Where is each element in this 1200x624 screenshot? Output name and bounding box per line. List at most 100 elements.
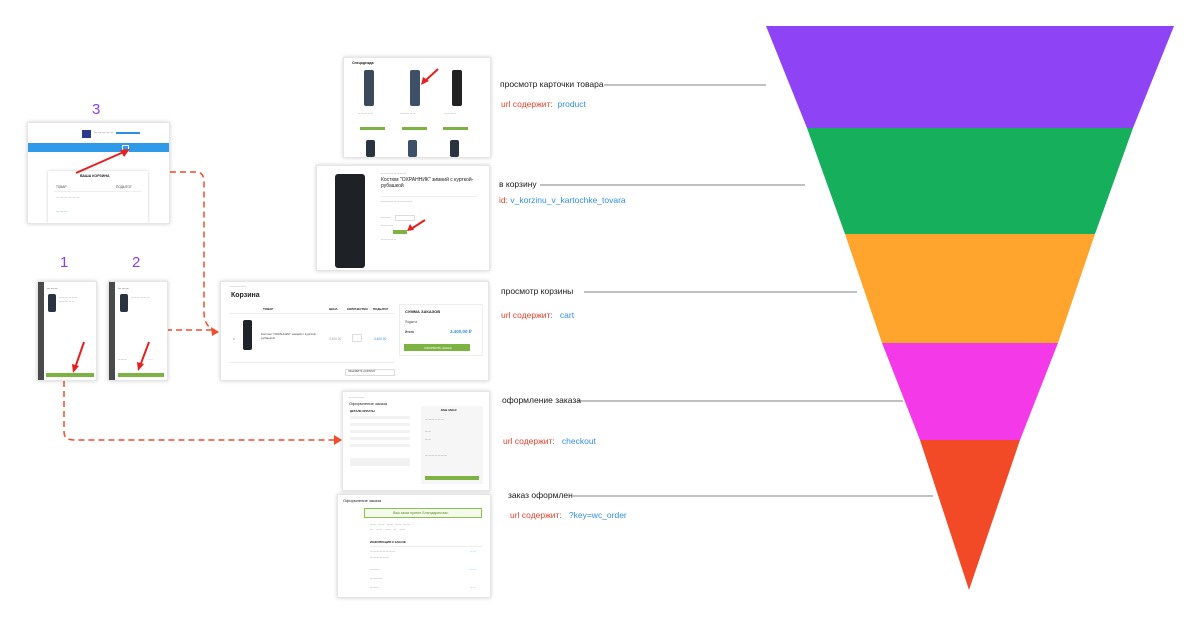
stage-4-condition: url содержит: checkout (503, 436, 596, 446)
order-notice-text: Ваш заказ принят. Благодарим вас. (393, 510, 449, 515)
billing-field[interactable] (350, 423, 410, 426)
mobile-side-dark (38, 282, 44, 380)
stage-3-label: просмотр корзины (501, 286, 574, 296)
screenshot-header-cart: — — — — — ВАША КОРЗИНА ТОВАР ПОДЫТОГ — —… (27, 122, 170, 224)
screenshot-product-page: — — — — — — — — Костюм "ОХРАННИК" зимний… (316, 165, 490, 271)
product-main-image (335, 174, 365, 268)
screenshot-mobile-2: — — — — — — — — — — — — — — (108, 281, 168, 381)
mobile-checkout-button[interactable] (118, 373, 164, 377)
site-header-text: — — — — — (94, 130, 114, 134)
stage-2-label: в корзину (499, 179, 537, 189)
cart-col-product: ТОВАР (263, 307, 274, 311)
screenshot-mobile-1: — — — — — — — — — — — — — — (37, 281, 97, 381)
place-order-button[interactable] (425, 476, 479, 480)
cart-col-price: ЦЕНА (329, 307, 338, 311)
billing-field[interactable] (350, 444, 410, 447)
cart-col-subtotal: ПОДЫТОГ (373, 307, 389, 311)
stage-2-condition: id: v_korzinu_v_kartochke_tovara (499, 195, 626, 205)
totals-total-label: Итого (405, 330, 414, 334)
condition-value: ?key=wc_order (568, 510, 627, 520)
condition-key: id: (499, 195, 508, 205)
condition-value: v_korzinu_v_kartochke_tovara (510, 195, 626, 205)
add-to-cart-button[interactable] (393, 230, 407, 234)
catalog-add-button-2[interactable] (402, 127, 427, 130)
stage-5-label: заказ оформлен (508, 490, 573, 500)
checkout-order-heading: ВАШ ЗАКАЗ (441, 409, 457, 412)
order-details-heading: ИНФОРМАЦИЯ О ЗАКАЗЕ (370, 540, 406, 544)
screenshot-catalog: Спецодежда — — — — — — — — — — — — — — (343, 57, 491, 158)
catalog-product-5 (408, 140, 417, 157)
catalog-product-2[interactable] (410, 70, 420, 106)
condition-key: url содержит: (503, 436, 555, 446)
header-link (116, 132, 140, 134)
mobile-title: — — — (47, 286, 58, 290)
site-logo (82, 130, 91, 138)
pointer-arrow (137, 341, 150, 371)
condition-key: url содержит: (510, 510, 562, 520)
catalog-add-button-1[interactable] (360, 127, 385, 130)
mini-cart-link[interactable]: — — — (56, 209, 68, 213)
billing-field[interactable] (350, 416, 410, 419)
checkout-billing-heading: ДЕТАЛИ ОПЛАТЫ (350, 409, 375, 413)
condition-key: url содержит: (501, 99, 553, 109)
cart-title: Корзина (231, 292, 260, 299)
totals-total-value: 3.400,00 ₽ (450, 329, 472, 334)
screenshot-order-received: Оформление заказа Ваш заказ принят. Благ… (337, 494, 491, 598)
mobile-side-dark (109, 282, 115, 380)
catalog-add-button-3[interactable] (443, 127, 468, 130)
funnel-stage-2 (807, 128, 1133, 234)
mini-cart-col-product: ТОВАР (56, 185, 67, 189)
qty-input[interactable] (352, 334, 362, 342)
catalog-header: Спецодежда (352, 61, 374, 65)
billing-field[interactable] (350, 458, 410, 466)
product-title: Костюм "ОХРАННИК" зимний с курткой-рубаш… (381, 177, 474, 189)
mobile-item-text: — — — — — — (59, 296, 78, 299)
step-number-1: 1 (60, 254, 69, 271)
mini-cart-item: — — — — — — (56, 195, 80, 199)
cart-totals-title: СУММА ЗАКАЗОВ (405, 309, 441, 314)
arrowhead-checkout (334, 435, 342, 445)
flow-arrow-1-to-checkout (63, 381, 336, 441)
step-number-2: 2 (132, 254, 141, 271)
catalog-product-1 (364, 70, 374, 106)
funnel-stage-4 (882, 343, 1058, 440)
checkout-title: Оформление заказа (349, 401, 388, 406)
stage-5-condition: url содержит: ?key=wc_order (510, 510, 627, 520)
catalog-product-3 (452, 70, 462, 106)
condition-value: cart (559, 310, 575, 320)
pointer-arrow (407, 219, 426, 231)
proceed-to-checkout-button[interactable] (404, 344, 470, 351)
pointer-arrow (421, 68, 439, 85)
cart-item-name: Костюм "ОХРАННИК" зимний с курткой-рубаш… (261, 332, 317, 340)
cart-totals-box (399, 304, 483, 356)
screenshot-checkout-page: — — — — — Оформление заказа ДЕТАЛИ ОПЛАТ… (342, 391, 490, 491)
billing-field[interactable] (350, 430, 410, 433)
billing-field[interactable] (350, 437, 410, 440)
mobile-title: — — — (118, 286, 129, 290)
funnel-stage-5 (920, 440, 1020, 590)
product-thumb (48, 294, 56, 312)
update-cart-button[interactable] (345, 369, 395, 376)
pointer-arrow (75, 149, 130, 174)
pointer-arrow (72, 341, 85, 373)
remove-item-icon[interactable]: × (233, 337, 235, 341)
cart-item-subtotal: 3.400,00 (374, 337, 387, 341)
nav-bar (28, 143, 169, 152)
condition-key: url содержит: (501, 310, 553, 320)
funnel-stage-1 (766, 26, 1174, 128)
mini-cart-col-subtotal: ПОДЫТОГ (116, 185, 132, 189)
mobile-checkout-button[interactable] (46, 373, 94, 377)
cart-item-image (243, 320, 252, 350)
condition-value: product (557, 99, 586, 109)
stage-1-condition: url содержит: product (501, 99, 586, 109)
step-number-3: 3 (92, 101, 101, 118)
stage-1-label: просмотр карточки товара (500, 79, 604, 89)
condition-value: checkout (561, 436, 596, 446)
mini-cart-title: ВАША КОРЗИНА (80, 174, 110, 178)
update-cart-label: ОБНОВИТЬ КОРЗИНУ (348, 370, 376, 373)
product-thumb (120, 294, 128, 312)
flow-arrow-3-to-cart (170, 171, 219, 334)
size-select[interactable] (395, 215, 415, 221)
screenshot-cart-page: — — — — — Корзина ТОВАР ЦЕНА КОЛИЧЕСТВО … (220, 281, 489, 381)
